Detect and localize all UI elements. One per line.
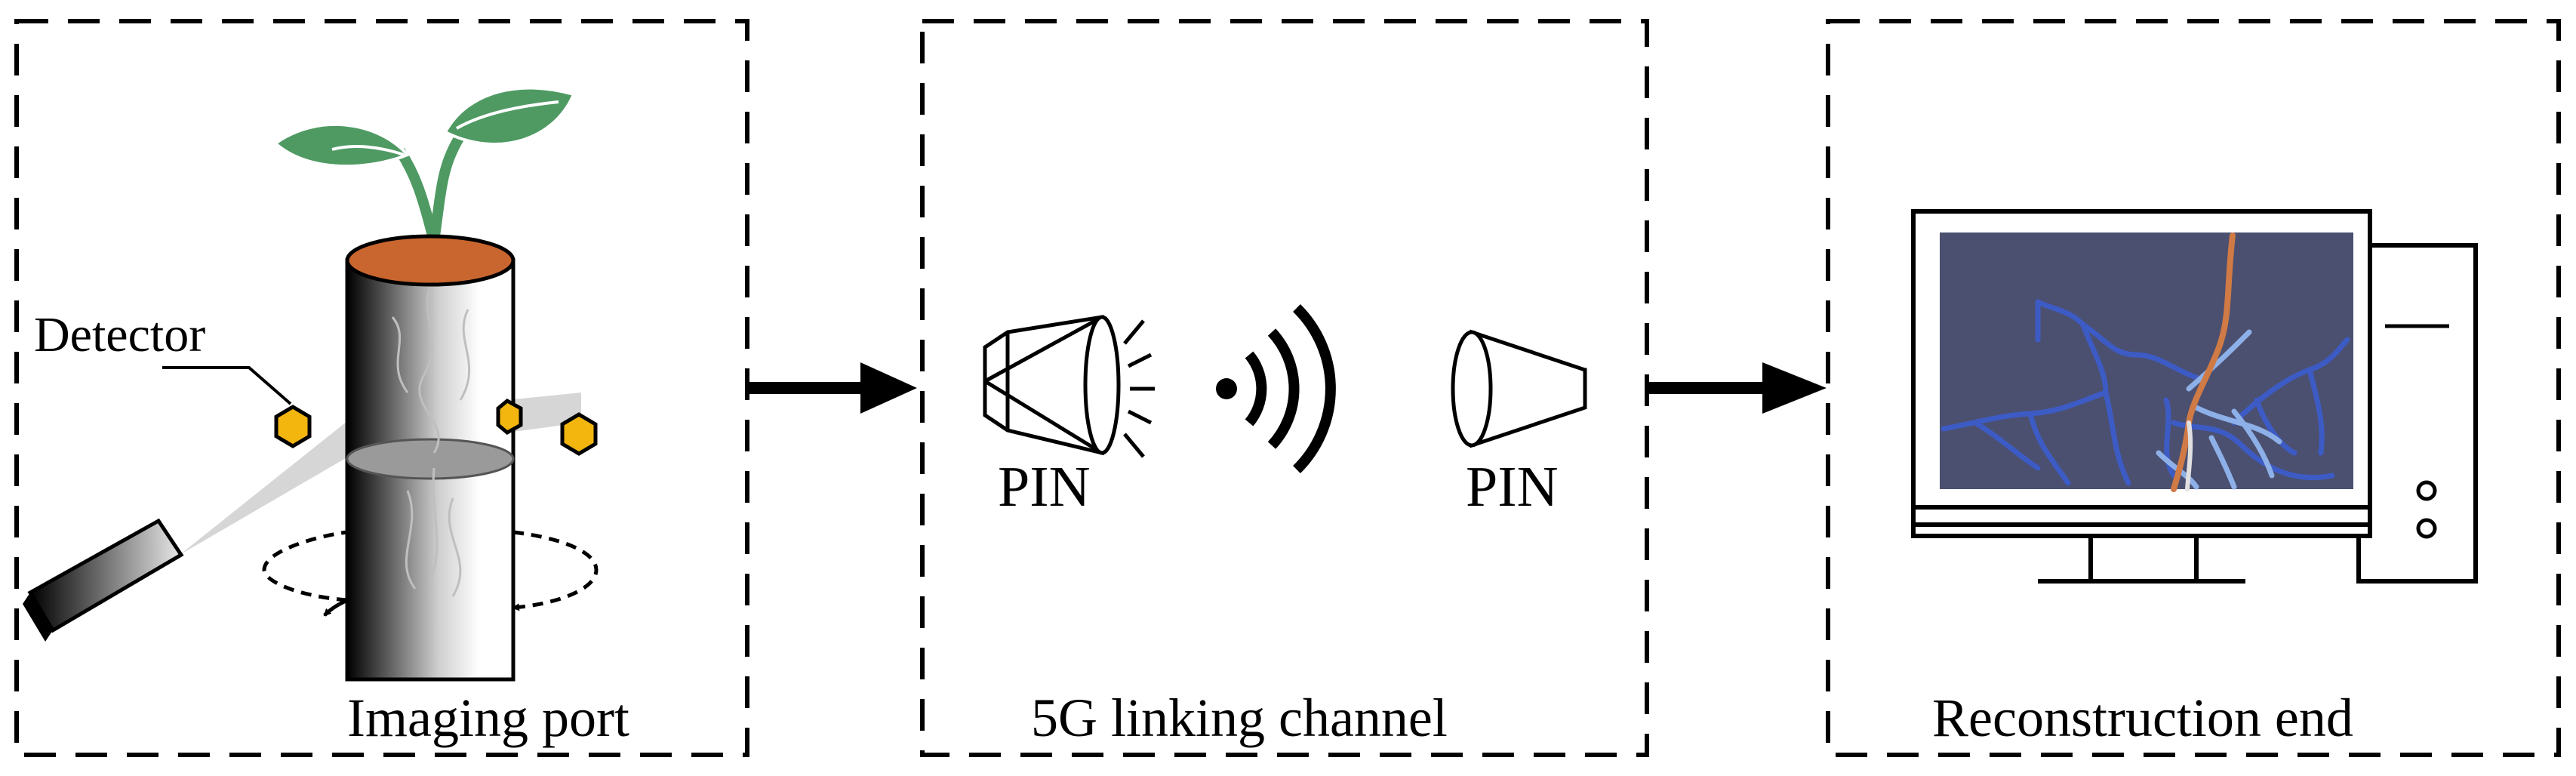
- rotation-path: [262, 530, 599, 617]
- detector-hexagon: [274, 405, 312, 448]
- root-traces: [391, 286, 471, 597]
- arrow-channel-to-reconstruction: [1647, 362, 1827, 414]
- detector-leader-line: [162, 366, 292, 405]
- reconstruction-title: Reconstruction end: [1932, 688, 2353, 748]
- channel-panel: PIN PIN 5G linking channel: [920, 19, 1649, 757]
- transmitter-pin-icon: [983, 315, 1155, 458]
- reconstructed-root-network: [1940, 232, 2350, 492]
- scan-slice: [346, 438, 515, 480]
- reconstruction-panel: Reconstruction end: [1826, 19, 2561, 757]
- transmitter-label: PIN: [998, 455, 1090, 519]
- root-pot-cylinder: [345, 234, 516, 682]
- imaging-port-title: Imaging port: [347, 688, 629, 748]
- seedling-icon: [272, 86, 576, 243]
- soil-surface: [345, 234, 516, 287]
- detector-hexagon: [560, 412, 598, 456]
- arrow-imaging-to-channel: [747, 362, 917, 414]
- panel-border: [1826, 19, 2561, 757]
- x-ray-source-icon: [23, 518, 184, 642]
- receiver-pin-icon: [1451, 329, 1587, 448]
- detector-hexagon: [496, 398, 523, 436]
- imaging-port-panel: Detector Imaging port: [14, 19, 749, 757]
- detector-label: Detector: [34, 307, 205, 362]
- computer-tower-icon: [2356, 243, 2478, 584]
- receiver-label: PIN: [1466, 455, 1558, 519]
- wireless-signal-icon: [1216, 304, 1336, 473]
- channel-title: 5G linking channel: [1031, 688, 1448, 748]
- monitor-icon: [1911, 209, 2372, 584]
